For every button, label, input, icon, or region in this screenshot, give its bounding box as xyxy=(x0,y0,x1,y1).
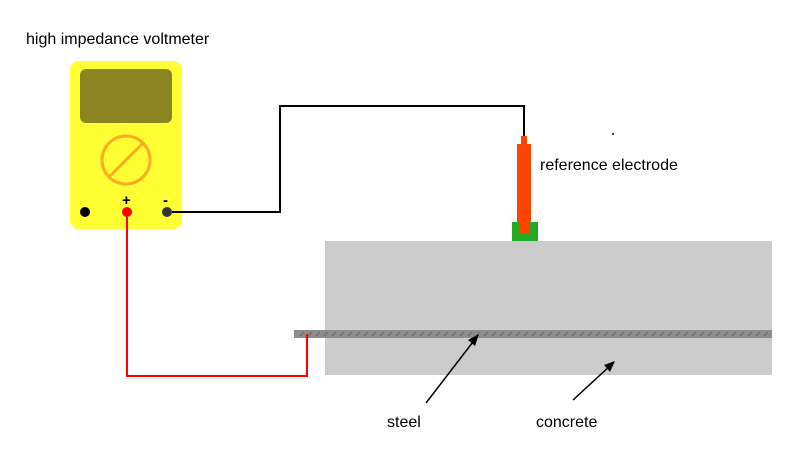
concrete-label: concrete xyxy=(536,414,597,431)
rebar-rib xyxy=(515,331,521,337)
rebar-rib xyxy=(371,331,377,337)
rebar-rib xyxy=(635,331,641,337)
negative-sign: - xyxy=(163,192,168,209)
rebar-rib xyxy=(723,331,729,337)
rebar-rib xyxy=(347,331,353,337)
rebar-rib xyxy=(339,331,345,337)
negative-terminal[interactable] xyxy=(162,207,172,217)
reference-electrode-label: reference electrode xyxy=(540,157,678,174)
rebar-rib xyxy=(467,331,473,337)
rebar-rib xyxy=(435,331,441,337)
steel-label: steel xyxy=(387,414,421,431)
concrete-arrow xyxy=(572,361,615,401)
rebar-rib xyxy=(619,331,625,337)
rebar-rib xyxy=(659,331,665,337)
voltmeter: + - xyxy=(70,61,182,229)
rebar-rib xyxy=(355,331,361,337)
rebar-rib xyxy=(587,331,593,337)
rebar-rib xyxy=(395,331,401,337)
rebar-rib xyxy=(427,331,433,337)
rebar-rib xyxy=(715,331,721,337)
rebar-rib xyxy=(611,331,617,337)
rebar-rib xyxy=(595,331,601,337)
rebar-rib xyxy=(739,331,745,337)
rebar-rib xyxy=(683,331,689,337)
voltmeter-label: high impedance voltmeter xyxy=(26,31,210,48)
rebar-rib xyxy=(331,331,337,337)
rebar-rib xyxy=(363,331,369,337)
voltmeter-display xyxy=(80,69,172,123)
rebar-rib xyxy=(419,331,425,337)
rebar-rib xyxy=(323,331,329,337)
rebar-rib xyxy=(539,331,545,337)
rebar-rib xyxy=(651,331,657,337)
rebar-rib xyxy=(675,331,681,337)
positive-terminal[interactable] xyxy=(122,207,132,217)
rebar-rib xyxy=(707,331,713,337)
rebar-rib xyxy=(491,331,497,337)
rebar-rib xyxy=(603,331,609,337)
rebar-rib xyxy=(763,331,769,337)
rebar-rib xyxy=(627,331,633,337)
rebar-rib xyxy=(555,331,561,337)
reference-electrode xyxy=(512,136,538,241)
rebar-ribs xyxy=(299,331,769,337)
rebar-rib xyxy=(411,331,417,337)
rebar-rib xyxy=(403,331,409,337)
rebar-rib xyxy=(451,331,457,337)
rebar-rib xyxy=(307,331,313,337)
rebar-rib xyxy=(379,331,385,337)
rebar-rib xyxy=(755,331,761,337)
rebar-rib xyxy=(531,331,537,337)
rebar-rib xyxy=(699,331,705,337)
stray-dot xyxy=(612,133,614,135)
negative-lead-wire xyxy=(172,105,525,213)
rebar-rib xyxy=(579,331,585,337)
rebar-rib xyxy=(731,331,737,337)
rebar-rib xyxy=(747,331,753,337)
rebar-rib xyxy=(299,331,305,337)
rebar-rib xyxy=(547,331,553,337)
rebar-rib xyxy=(499,331,505,337)
positive-lead-wire xyxy=(126,217,308,377)
steel-arrow xyxy=(425,334,479,404)
common-terminal[interactable] xyxy=(80,207,90,217)
rebar-rib xyxy=(387,331,393,337)
rebar-rib xyxy=(315,331,321,337)
rebar-rib xyxy=(483,331,489,337)
voltmeter-dial-icon xyxy=(100,134,152,186)
rebar-rib xyxy=(443,331,449,337)
rebar-rib xyxy=(571,331,577,337)
rebar-rib xyxy=(507,331,513,337)
rebar-rib xyxy=(459,331,465,337)
rebar-rib xyxy=(691,331,697,337)
positive-sign: + xyxy=(122,192,131,209)
rebar-rib xyxy=(523,331,529,337)
rebar-rib xyxy=(667,331,673,337)
steel-rebar xyxy=(294,330,772,338)
concrete-slab xyxy=(325,241,772,375)
rebar-rib xyxy=(563,331,569,337)
rebar-rib xyxy=(643,331,649,337)
